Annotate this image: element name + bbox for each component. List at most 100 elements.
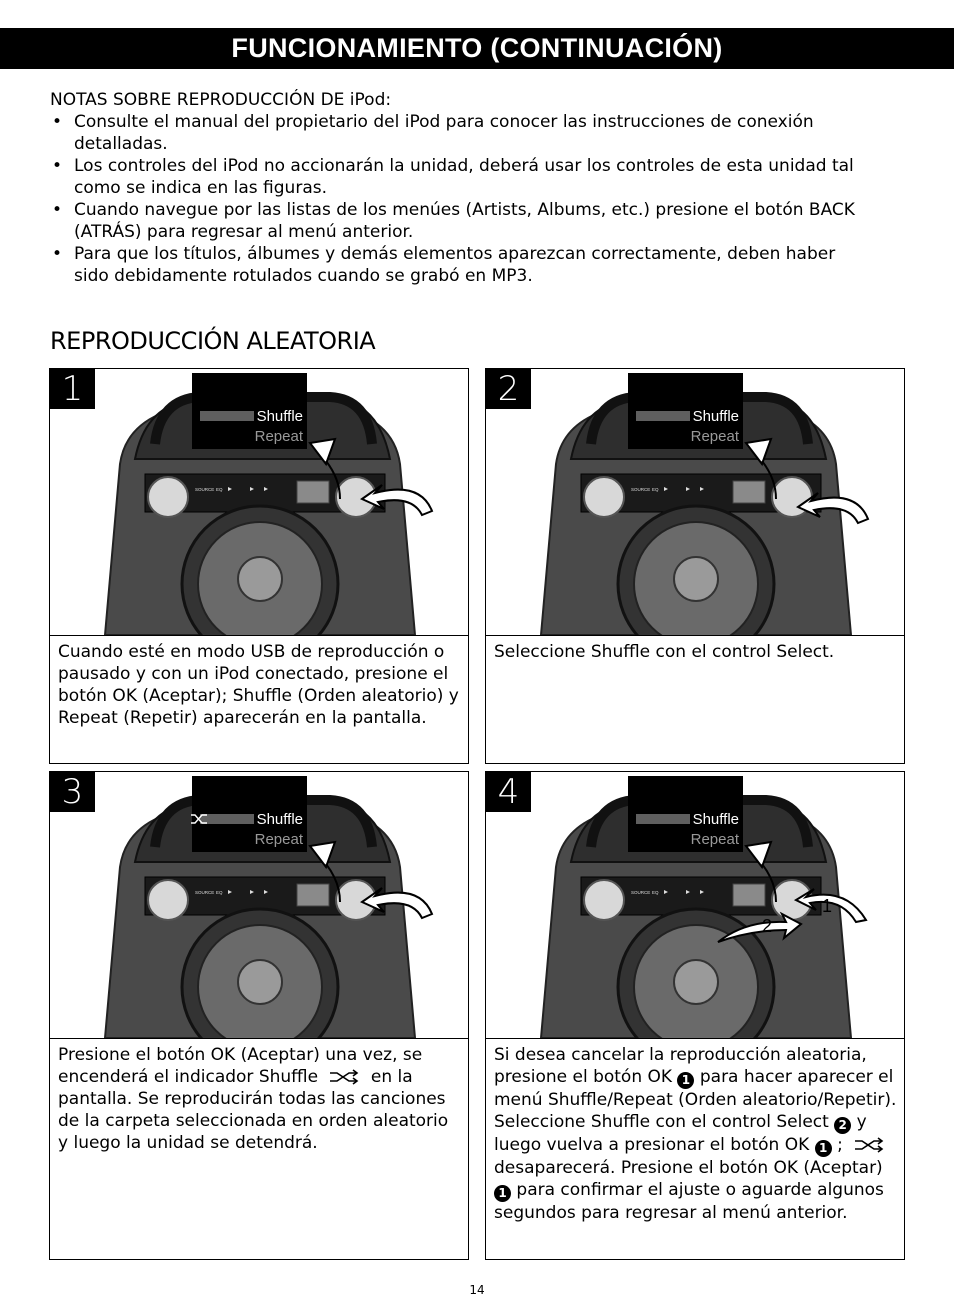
press-arrow	[359, 484, 434, 517]
shuffle-icon	[855, 1137, 884, 1153]
volume-knob	[147, 879, 189, 921]
step-text-part: desaparecerá. Presione el botón OK (Acep…	[494, 1158, 883, 1178]
transport-icons	[664, 487, 704, 491]
display-pointer	[744, 840, 773, 870]
step-text-part: ;	[837, 1135, 843, 1155]
transport-icons	[228, 890, 268, 894]
step-text: Seleccione Shuffle con el control Select…	[494, 642, 835, 662]
display-pointer	[308, 840, 337, 870]
woofer-cap	[237, 959, 283, 1005]
shuffle-icon	[330, 1069, 359, 1085]
transport-icons	[664, 890, 704, 894]
notes-item-text: Para que los títulos, álbumes y demás el…	[74, 244, 836, 286]
display-dots	[200, 814, 254, 824]
callout-1-badge: 1	[677, 1072, 695, 1089]
step-text-part: Si desea cancelar la reproducción aleato…	[494, 1045, 867, 1087]
header-bar: FUNCIONAMIENTO (CONTINUACIÓN)	[0, 28, 954, 69]
display-repeat-text: Repeat	[255, 428, 304, 445]
notes-item-text: Cuando navegue por las listas de los men…	[74, 200, 855, 242]
notes-item: •Los controles del iPod no accionarán la…	[50, 155, 870, 199]
callout-1-badge: 1	[814, 1140, 832, 1157]
source-label: SOURCE	[631, 487, 650, 492]
notes-item: • Cuando navegue por las listas de los me…	[50, 199, 870, 243]
display-shuffle-text: Shuffle	[257, 408, 303, 425]
volume-knob	[583, 879, 625, 921]
step-text-part: y luego vuelva a presionar el botón OK	[494, 1112, 867, 1155]
step-text-part: para hacer aparecer el menú Shuffle/Repe…	[494, 1067, 897, 1132]
source-label: SOURCE	[631, 890, 650, 895]
eq-label: EQ	[216, 487, 223, 492]
woofer-cap	[237, 556, 283, 602]
step-text-part: en la pantalla. Se reproducirán todas la…	[58, 1067, 449, 1153]
woofer-cap	[673, 959, 719, 1005]
eq-label: EQ	[652, 487, 659, 492]
pointer-line	[761, 460, 777, 500]
notes-item-text: Consulte el manual del propietario del i…	[74, 112, 814, 154]
display-dots	[200, 411, 254, 421]
woofer-cap	[673, 556, 719, 602]
display-pointer	[744, 437, 773, 467]
bullet: •	[52, 156, 63, 176]
press-arrow	[795, 492, 870, 525]
display-pointer	[308, 437, 337, 467]
step-text-part: Presione el botón OK (Aceptar) una vez, …	[58, 1045, 423, 1087]
step-text-part: para confirmar el ajuste o aguarde algun…	[494, 1180, 884, 1223]
notes-item: • Consulte el manual del propietario del …	[50, 111, 870, 155]
display-dots	[636, 411, 690, 421]
press-arrow	[793, 888, 868, 924]
source-label: SOURCE	[195, 890, 214, 895]
step-number: 3	[50, 772, 95, 812]
pointer-line	[761, 863, 777, 903]
bullet: •	[52, 244, 63, 264]
step-text: Cuando esté en modo USB de reproducción …	[58, 642, 459, 728]
display-dots	[636, 814, 690, 824]
step-number: 2	[486, 369, 531, 409]
notes-list: • Consulte el manual del propietario del …	[50, 111, 870, 287]
ipod-slot	[296, 480, 330, 504]
ipod-notes: NOTAS SOBRE REPRODUCCIÓN DE iPod: • Consu…	[50, 89, 870, 287]
section-title: REPRODUCCIÓN ALEATORIA	[50, 327, 376, 355]
step-number: 4	[486, 772, 531, 812]
notes-item: • Para que los títulos, álbumes y demás e…	[50, 243, 870, 287]
callout-2-badge: 2	[834, 1117, 852, 1134]
display-repeat-text: Repeat	[691, 428, 740, 445]
eq-label: EQ	[652, 890, 659, 895]
display-shuffle-icon	[191, 814, 207, 824]
press-arrow	[359, 887, 434, 920]
step-text: Presione el botón OK (Aceptar) una vez, …	[58, 1044, 462, 1154]
volume-knob	[583, 476, 625, 518]
display-repeat-text: Repeat	[691, 831, 740, 848]
rotate-arrow	[717, 911, 803, 943]
step-text: Si desea cancelar la reproducción aleato…	[494, 1044, 898, 1224]
ipod-slot	[732, 883, 766, 907]
bullet: •	[52, 112, 63, 132]
ipod-slot	[296, 883, 330, 907]
display-shuffle-text: Shuffle	[693, 811, 739, 828]
page-title: FUNCIONAMIENTO (CONTINUACIÓN)	[231, 33, 723, 63]
volume-knob	[147, 476, 189, 518]
pointer-line	[325, 863, 341, 903]
display-shuffle-text: Shuffle	[693, 408, 739, 425]
step-number: 1	[50, 369, 95, 409]
pointer-line	[325, 460, 341, 500]
source-label: SOURCE	[195, 487, 214, 492]
callout-2-label: 2	[762, 916, 772, 936]
callout-1-label: 1	[822, 896, 832, 916]
notes-heading: NOTAS SOBRE REPRODUCCIÓN DE iPod:	[50, 90, 392, 110]
callout-1-badge: 1	[494, 1185, 511, 1202]
bullet: •	[52, 200, 63, 220]
eq-label: EQ	[216, 890, 223, 895]
display-shuffle-text: Shuffle	[257, 811, 303, 828]
